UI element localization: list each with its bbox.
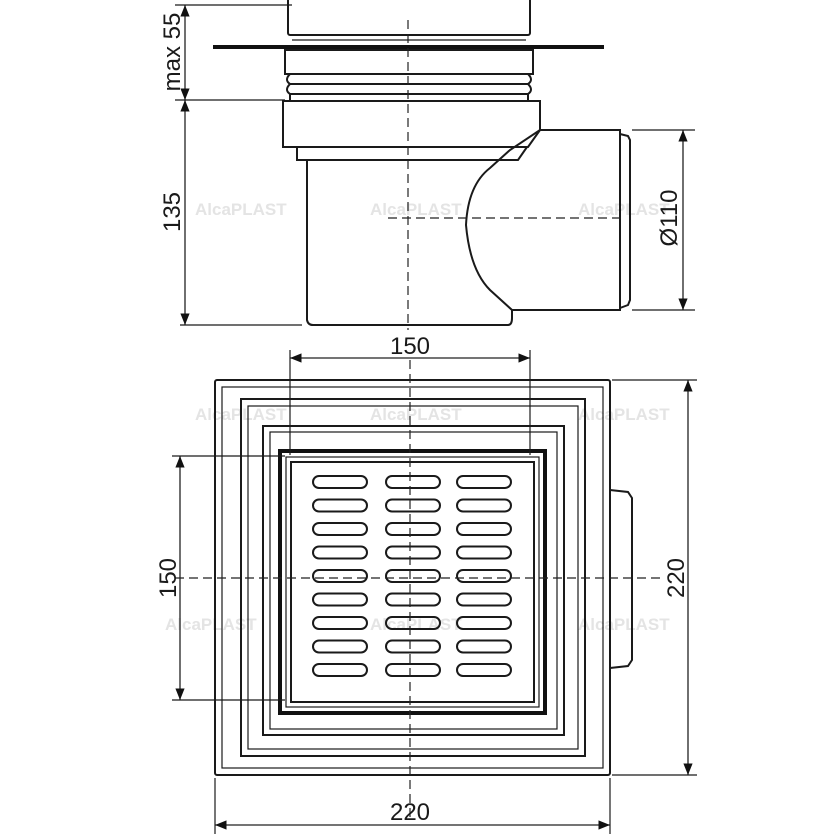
dim-label-110: Ø110 [656,190,683,247]
outlet-rim [619,133,631,309]
grate-slot [385,592,441,607]
trap-body [306,129,621,326]
dim-label-max55: max 55 [159,13,186,92]
watermark: AlcaPLAST [370,405,462,424]
grate-slot [312,616,368,630]
grate-slot [385,569,441,583]
dim-label-220-vertical: 220 [663,558,690,598]
watermark: AlcaPLAST [578,405,670,424]
grate-slot [456,592,512,607]
grate-slot [456,522,512,536]
top-view: 150 150 220 220 [155,333,697,834]
grate-slot [456,545,512,560]
grate-slot [385,639,441,654]
dim-label-150-horizontal: 150 [390,333,430,360]
grate [290,461,535,703]
grate-slot [385,522,441,536]
watermark: AlcaPLAST [578,615,670,634]
grate-slot [312,475,368,489]
grate-slot [312,592,368,607]
grate-slot [456,498,512,513]
collar [282,100,541,148]
side-view: max 55 135 Ø110 [159,0,695,330]
watermark: AlcaPLAST [195,200,287,219]
step [296,146,528,161]
seal-rings [286,73,532,100]
grate-slot [312,522,368,536]
outlet-stub [609,489,633,669]
grate-slot [312,498,368,513]
grate-slot [385,663,441,677]
grate-slot [456,475,512,489]
grate-slots [312,475,512,677]
dim-label-220-horizontal: 220 [390,799,430,826]
grate-slot [456,569,512,583]
grate-slot [312,569,368,583]
grate-slot [456,663,512,677]
watermark: AlcaPLAST [165,615,257,634]
grate-slot [312,663,368,677]
grate-slot [385,498,441,513]
grate-frame [278,449,547,715]
grate-slot [385,616,441,630]
dim-label-135: 135 [159,192,186,232]
grate-slot [456,639,512,654]
top-cap [287,0,531,36]
dim-label-150-vertical: 150 [155,558,182,598]
grate-slot [385,545,441,560]
grate-slot [312,545,368,560]
watermark: AlcaPLAST [370,200,462,219]
grate-slot [456,616,512,630]
grate-slot [312,639,368,654]
watermark: AlcaPLAST [578,200,670,219]
grate-slot [385,475,441,489]
clamping-ring [284,49,534,75]
